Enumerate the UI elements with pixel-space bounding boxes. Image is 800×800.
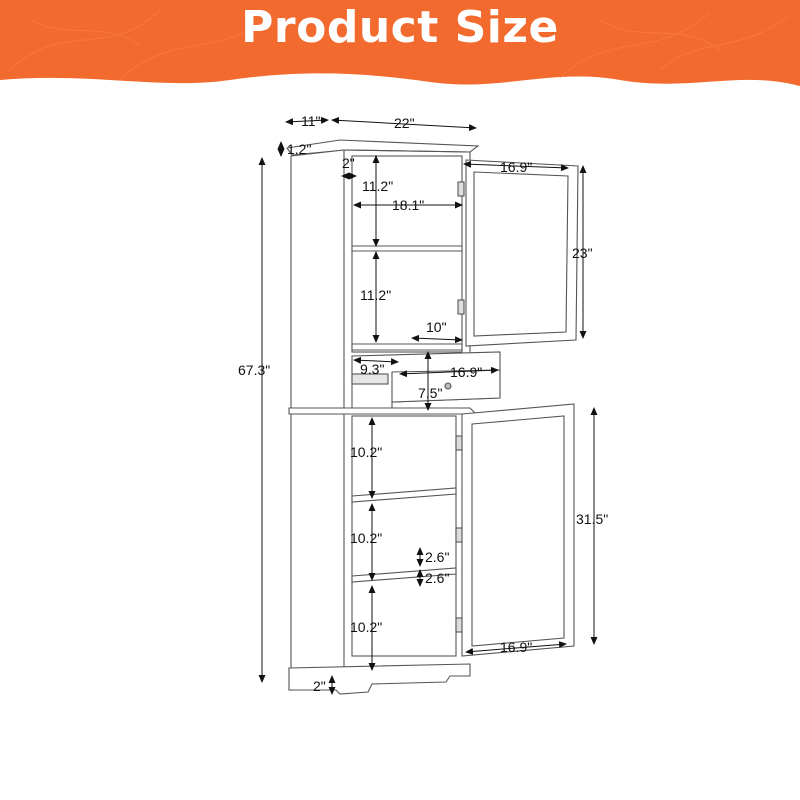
cabinet-drawing	[286, 139, 579, 695]
dimension-labels: 11" 22" 1.2" 2" 16.9" 11.2" 18.1" 11.2" …	[238, 113, 608, 694]
cabinet-left-side	[290, 149, 345, 691]
label-lower-shelf-gap-3: 10.2"	[350, 619, 382, 635]
label-lower-door-width: 16.9"	[500, 639, 532, 655]
hinge-icon	[457, 181, 465, 197]
label-lower-shelf-gap-1: 10.2"	[350, 444, 382, 460]
upper-shelf-2	[351, 343, 463, 351]
label-drawer-side-depth: 9.3"	[360, 361, 384, 377]
drawer-knob	[444, 382, 452, 390]
label-base-height: 2"	[313, 678, 326, 694]
label-total-depth: 11"	[301, 113, 321, 129]
label-upper-shelf-gap-bottom: 11.2"	[360, 287, 391, 303]
page-title: Product Size	[241, 2, 559, 53]
cabinet-middle-board	[288, 407, 478, 415]
label-lower-door-height: 31.5"	[576, 511, 608, 527]
label-side-inset: 2"	[342, 155, 355, 171]
upper-interior	[351, 155, 463, 353]
label-top-thickness: 1.2"	[287, 141, 311, 157]
banner-background	[0, 0, 800, 86]
label-lower-shelf-gap-2: 10.2"	[350, 530, 382, 546]
label-upper-interior-width: 18.1"	[392, 197, 424, 213]
label-total-width: 22"	[394, 115, 415, 131]
dimension-lines	[258, 116, 598, 695]
upper-shelf-1	[351, 245, 463, 252]
hinge-icon	[455, 435, 463, 451]
banner-leaf-pattern	[9, 9, 791, 81]
label-upper-door-width: 16.9"	[500, 159, 532, 175]
label-upper-door-height: 23"	[572, 245, 593, 261]
label-shelf-pin-spacing-2: 2.6"	[425, 570, 449, 586]
header-banner	[0, 0, 800, 86]
lower-shelf-1	[351, 487, 457, 503]
hinge-icon	[455, 617, 463, 633]
hinge-icon	[457, 299, 465, 315]
lower-door-panel	[471, 415, 565, 647]
label-drawer-width: 16.9"	[450, 364, 482, 380]
label-drawer-height: 7.5"	[418, 385, 442, 401]
drawer-slide-icon	[351, 373, 389, 385]
label-total-height: 67.3"	[238, 362, 270, 378]
label-shelf-pin-spacing-1: 2.6"	[425, 549, 449, 565]
label-drawer-depth: 10"	[426, 319, 447, 335]
hinge-icon	[455, 527, 463, 543]
upper-door-glass	[473, 171, 569, 337]
label-upper-shelf-gap-top: 11.2"	[362, 178, 393, 194]
